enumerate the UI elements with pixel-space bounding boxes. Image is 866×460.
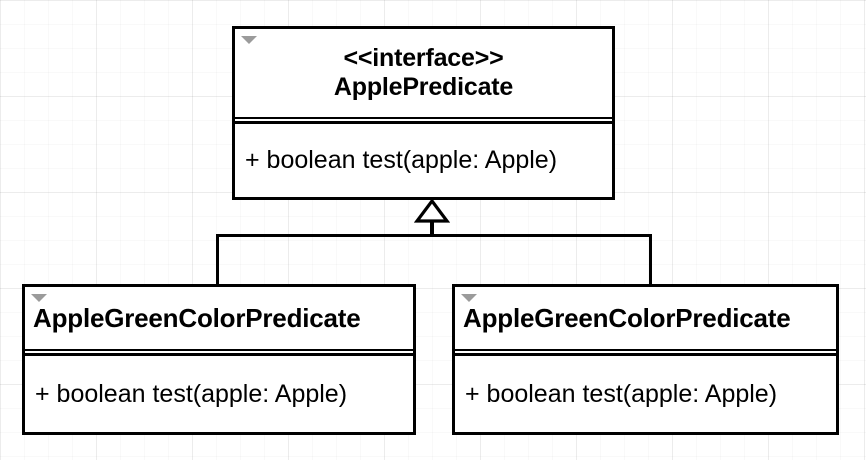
interface-compartment-divider	[235, 117, 612, 124]
subclass-right-method-list: + boolean test(apple: Apple)	[455, 356, 836, 432]
connector-horizontal-bar	[216, 234, 652, 237]
uml-class-applegreencolorpredicate-left[interactable]: AppleGreenColorPredicate + boolean test(…	[22, 284, 416, 435]
connector-drop-left	[216, 234, 219, 285]
connector-stem-vertical	[430, 218, 434, 237]
interface-method-list: + boolean test(apple: Apple)	[235, 124, 612, 197]
subclass-left-compartment-divider	[25, 349, 413, 356]
triangle-down-icon[interactable]	[31, 294, 47, 302]
uml-class-applegreencolorpredicate-right[interactable]: AppleGreenColorPredicate + boolean test(…	[452, 284, 839, 435]
subclass-left-method-list: + boolean test(apple: Apple)	[25, 356, 413, 432]
connector-drop-right	[649, 234, 652, 285]
uml-class-interface-applepredicate[interactable]: <<interface>> ApplePredicate + boolean t…	[232, 26, 615, 200]
subclass-right-name: AppleGreenColorPredicate	[463, 302, 791, 333]
interface-header: <<interface>> ApplePredicate	[235, 29, 612, 117]
subclass-left-name: AppleGreenColorPredicate	[33, 302, 361, 333]
subclass-right-compartment-divider	[455, 349, 836, 356]
subclass-right-method-0: + boolean test(apple: Apple)	[465, 379, 778, 408]
triangle-down-icon[interactable]	[241, 36, 257, 44]
subclass-left-method-0: + boolean test(apple: Apple)	[35, 379, 348, 408]
subclass-right-header: AppleGreenColorPredicate	[455, 287, 836, 349]
triangle-down-icon[interactable]	[461, 294, 477, 302]
interface-method-0: + boolean test(apple: Apple)	[245, 146, 558, 174]
inheritance-arrowhead-icon	[414, 199, 450, 223]
interface-stereotype: <<interface>>	[343, 43, 504, 72]
interface-name: ApplePredicate	[333, 73, 514, 101]
subclass-left-header: AppleGreenColorPredicate	[25, 287, 413, 349]
